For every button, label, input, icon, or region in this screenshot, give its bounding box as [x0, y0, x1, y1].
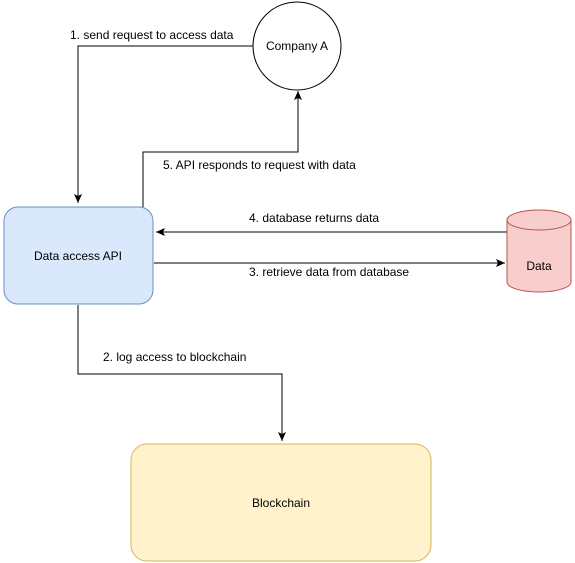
edge-send-request [74, 45, 254, 203]
data-label: Data [526, 259, 552, 273]
blockchain-box [130, 443, 432, 562]
company-a-circle [252, 1, 342, 91]
edge-label-database-returns: 4. database returns data [249, 211, 379, 225]
edge-api-responds [142, 91, 302, 207]
node-data-database: Data [506, 209, 572, 293]
company-a-label: Company A [266, 39, 328, 53]
blockchain-label: Blockchain [252, 496, 310, 510]
data-cylinder-top [506, 209, 572, 231]
data-cylinder-body [506, 220, 572, 293]
api-label: Data access API [34, 249, 122, 263]
api-box [3, 206, 154, 305]
node-company-a: Company A [252, 1, 342, 91]
edge-label-send-request: 1. send request to access data [70, 28, 234, 42]
node-blockchain: Blockchain [130, 443, 432, 562]
node-data-access-api: Data access API [3, 206, 154, 305]
edge-label-api-responds: 5. API responds to request with data [163, 158, 356, 172]
edge-label-retrieve-data: 3. retrieve data from database [249, 265, 409, 279]
edge-label-log-access: 2. log access to blockchain [103, 350, 246, 364]
edge-log-access [77, 305, 286, 441]
